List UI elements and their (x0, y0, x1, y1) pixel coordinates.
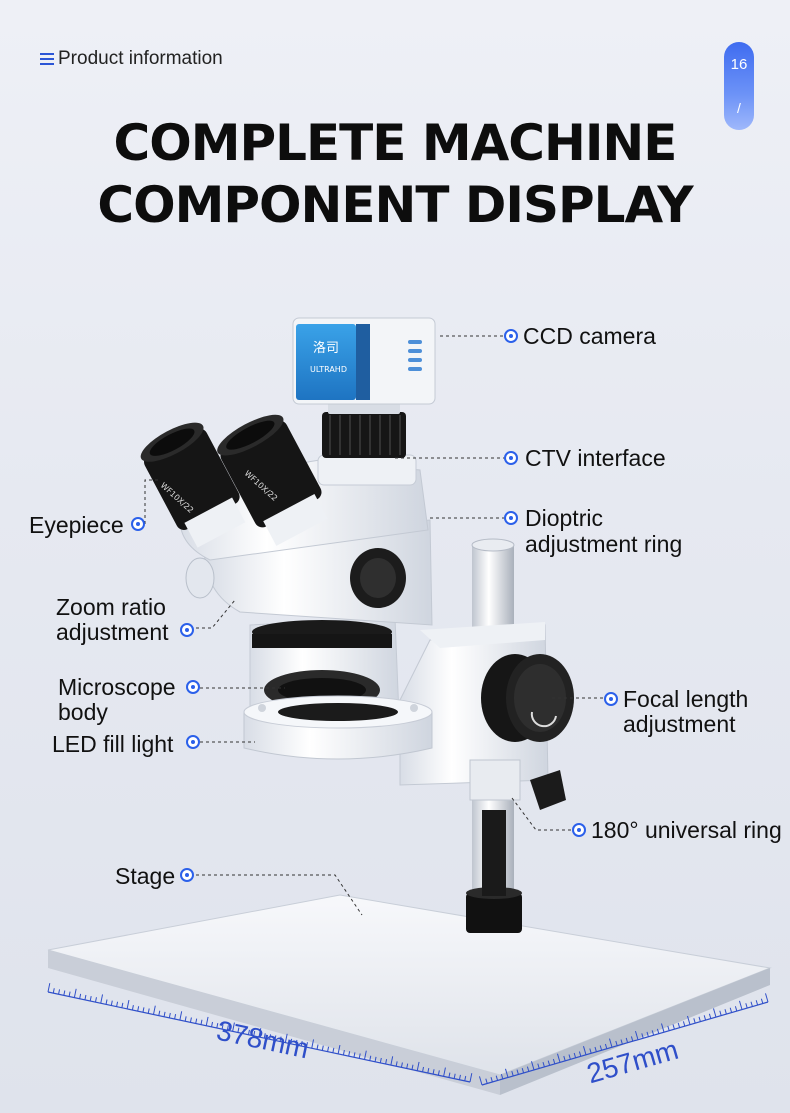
callout-dot-led (186, 735, 200, 749)
section-label: Product information (58, 48, 223, 69)
label-led: LED fill light (52, 731, 174, 757)
callout-dot-focal (604, 692, 618, 706)
eyepiece-left (140, 422, 246, 548)
callout-dot-ctv (504, 451, 518, 465)
callout-dot-body (186, 680, 200, 694)
label-ccd-camera: CCD camera (523, 323, 656, 349)
label-dioptric-2: adjustment ring (525, 531, 683, 557)
label-focal-2: adjustment (623, 711, 736, 737)
callout-dot-stage (180, 868, 194, 882)
label-focal-1: Focal length (623, 686, 749, 712)
ctv-interface (322, 398, 406, 458)
label-body-1: Microscope (58, 674, 176, 700)
depth-ruler (481, 1001, 769, 1086)
label-stage: Stage (115, 863, 176, 889)
ruler-ticks (47, 983, 769, 1086)
page-separator: / (737, 100, 741, 116)
label-ctv-interface: CTV interface (525, 445, 666, 471)
label-eyepiece: Eyepiece (29, 512, 124, 538)
led-ring-light (243, 695, 433, 760)
label-zoom-1: Zoom ratio (56, 594, 166, 620)
title-line-2: COMPONENT DISPLAY (97, 176, 693, 234)
stage-base (47, 894, 772, 1095)
label-dioptric-1: Dioptric (525, 505, 603, 531)
callout-dot-zoom (180, 623, 194, 637)
page-number: 16 (730, 56, 748, 73)
focus-knob (481, 654, 574, 742)
ccd-camera: 洛司 ULTRAHD (292, 317, 436, 405)
leader-lines (144, 335, 603, 916)
eyepiece-right (217, 414, 328, 546)
label-body-2: body (58, 699, 108, 725)
callout-dot-eyepiece (131, 517, 145, 531)
page-indicator: 16 / (724, 42, 754, 130)
camera-badge: ULTRAHD (310, 365, 347, 374)
section-header: Product information (40, 48, 223, 70)
menu-icon (40, 53, 54, 65)
camera-logo: 洛司 (313, 341, 339, 356)
callout-dot-universal (572, 823, 586, 837)
callout-dot-dioptric (504, 511, 518, 525)
label-zoom-2: adjustment (56, 619, 169, 645)
page-title: COMPLETE MACHINE COMPONENT DISPLAY (0, 112, 790, 236)
title-line-1: COMPLETE MACHINE (113, 114, 678, 172)
callout-dot-ccd (504, 329, 518, 343)
label-universal-ring: 180° universal ring (591, 817, 782, 843)
